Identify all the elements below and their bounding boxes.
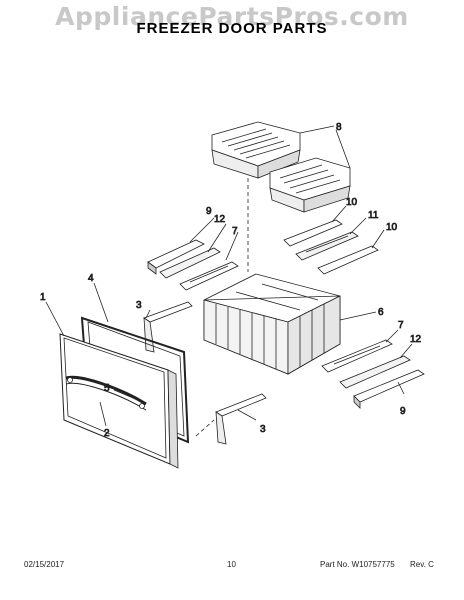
callout-2: 2 [104,428,110,439]
freezer-door-panel[interactable] [59,333,179,469]
slide-bracket-lower[interactable] [215,393,267,445]
rail-11[interactable] [295,231,359,261]
rail-12-upper[interactable] [159,247,221,279]
callout-3-upper: 3 [136,300,142,311]
rail-10-upper-a[interactable] [283,219,343,247]
lower-freezer-basket[interactable] [203,273,341,375]
callout-7-upper: 7 [232,226,238,237]
callout-5: 5 [104,383,110,394]
page-title: FREEZER DOOR PARTS [136,20,328,37]
callout-1: 1 [40,292,46,303]
rail-7-lower[interactable] [321,339,393,373]
callout-6: 6 [378,307,384,318]
callout-4: 4 [88,273,94,284]
rail-9-upper[interactable] [147,239,205,275]
upper-basket-bottom[interactable] [269,157,351,213]
callout-10-lower: 10 [386,222,398,233]
callout-12-lower: 12 [410,334,422,345]
slide-bracket-upper[interactable] [143,301,193,353]
rail-12-lower[interactable] [339,355,411,389]
footer-part-number: Part No. W10757775 [320,560,395,569]
rail-7-upper[interactable] [179,261,239,291]
rail-10-upper-b[interactable] [317,245,379,275]
footer-page-number: 10 [227,560,236,569]
callout-7-lower: 7 [398,320,404,331]
callout-12-upper: 12 [214,214,226,225]
callout-3-lower: 3 [260,424,266,435]
rail-9-lower[interactable] [353,369,425,409]
footer-date: 02/15/2017 [24,560,65,569]
callout-10-upper: 10 [346,197,358,208]
watermark: AppliancePartsPros.com [55,2,409,31]
footer-revision: Rev. C [410,560,434,569]
callout-11: 11 [368,210,379,221]
callout-8: 8 [336,122,342,133]
upper-basket-top[interactable] [211,121,301,179]
callout-9-lower: 9 [400,406,406,417]
callout-9-upper: 9 [206,206,212,217]
